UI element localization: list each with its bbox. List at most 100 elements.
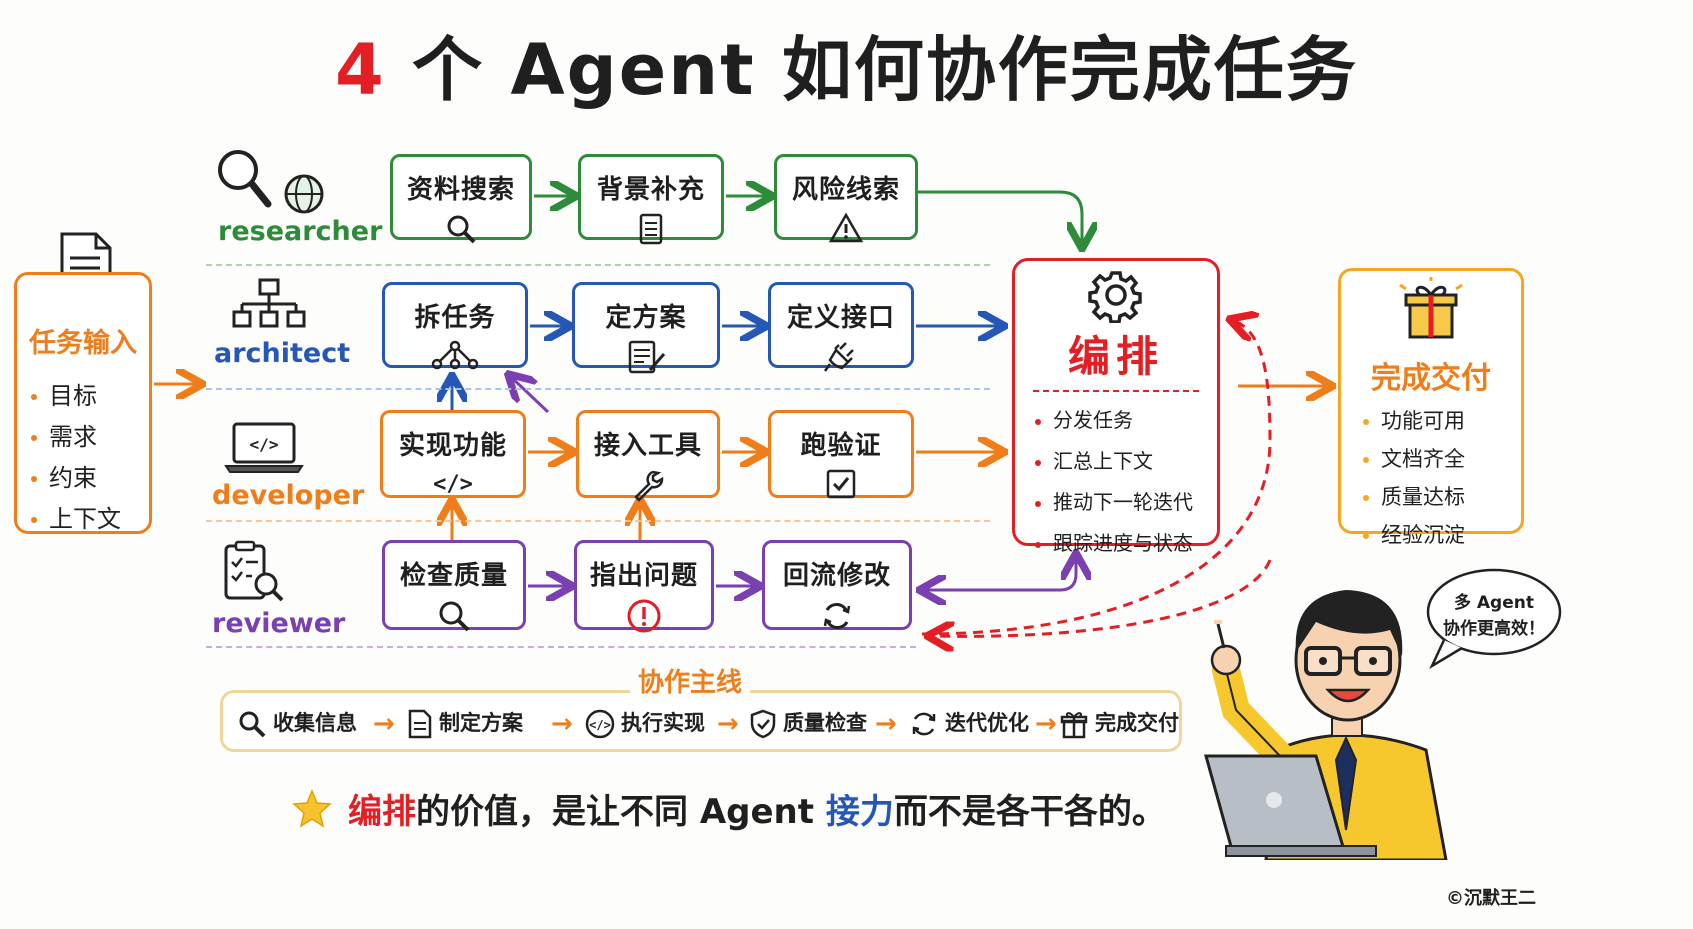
list-item: 汇总上下文 xyxy=(1035,445,1217,474)
plug-icon xyxy=(823,342,854,372)
step-label: 实现功能 xyxy=(398,431,507,461)
search-icon xyxy=(239,711,266,738)
step-label: 接入工具 xyxy=(593,431,702,461)
checklist-icon xyxy=(222,540,286,608)
step-label: 资料搜索 xyxy=(406,175,515,205)
separator-researcher xyxy=(206,264,990,266)
step-label: 背景补充 xyxy=(596,175,705,205)
step-label: 跑验证 xyxy=(800,431,882,461)
code-icon: </> xyxy=(433,472,473,497)
step-label: 定方案 xyxy=(605,303,687,333)
flow-arrow: → xyxy=(875,709,897,739)
step-box-feedback-revise: 回流修改 xyxy=(762,540,912,630)
task-input-panel: 任务输入 目标 需求 约束 上下文 xyxy=(14,272,152,534)
step-label: 检查质量 xyxy=(399,561,508,591)
mainline-step-deliver: 完成交付 xyxy=(1059,707,1179,739)
notebook-icon xyxy=(639,213,663,245)
gear-icon xyxy=(1088,271,1142,323)
step-label: 回流修改 xyxy=(782,561,891,591)
search-icon xyxy=(439,601,470,632)
summary-end: 而不是各干各的。 xyxy=(893,792,1166,832)
gift-icon xyxy=(1399,277,1463,339)
document-edit-icon xyxy=(628,340,666,374)
magnifier-icon xyxy=(212,146,274,216)
list-item: 推动下一轮迭代 xyxy=(1035,486,1217,515)
delivery-panel: 完成交付 功能可用 文档齐全 质量达标 经验沉淀 xyxy=(1338,268,1524,547)
flow-arrow: → xyxy=(717,709,739,739)
step-box-risk-clues: 风险线索 xyxy=(774,154,918,243)
orchestrator-title: 编排 xyxy=(1067,332,1164,381)
list-item: 上下文 xyxy=(31,499,149,534)
role-label-architect: architect xyxy=(214,338,351,369)
checkbox-icon xyxy=(826,469,856,499)
task-input-list: 目标 需求 约束 上下文 xyxy=(31,376,149,534)
gift-icon xyxy=(1060,712,1088,739)
list-item: 跟踪进度与状态 xyxy=(1035,527,1217,556)
summary-text: 编排的价值，是让不同 Agent 接力而不是各干各的。 xyxy=(348,784,1166,833)
mainline-title: 协作主线 xyxy=(630,662,751,699)
separator-architect xyxy=(206,388,990,390)
flow-arrow: → xyxy=(373,709,395,739)
step-box-resource-search: 资料搜索 xyxy=(390,154,532,244)
role-label-developer: developer xyxy=(212,480,365,511)
step-box-run-validation: 跑验证 xyxy=(768,410,914,499)
summary-emphasis-relay: 接力 xyxy=(825,792,894,832)
list-item: 文档齐全 xyxy=(1363,443,1521,473)
speech-line-2: 协作更高效！ xyxy=(1443,619,1545,639)
mainline-step-quality: 质量检查 xyxy=(749,707,867,739)
svg-text:</>: </> xyxy=(250,435,279,454)
flow-arrow: → xyxy=(1035,709,1057,739)
list-item: 经验沉淀 xyxy=(1363,519,1521,549)
list-item: 功能可用 xyxy=(1363,405,1521,435)
summary-emphasis-orchestration: 编排 xyxy=(348,792,416,832)
svg-text:</>: </> xyxy=(589,718,611,732)
delivery-list: 功能可用 文档齐全 质量达标 经验沉淀 xyxy=(1363,405,1521,549)
laptop-code-icon: </> xyxy=(222,420,306,480)
list-item: 分发任务 xyxy=(1035,404,1217,433)
speech-line-1: 多 Agent xyxy=(1453,593,1534,613)
warning-icon xyxy=(828,212,864,243)
globe-icon xyxy=(282,172,326,220)
flow-arrow: → xyxy=(551,709,573,739)
shield-check-icon xyxy=(750,709,776,739)
step-box-integrate-tools: 接入工具 xyxy=(576,410,720,502)
separator-reviewer xyxy=(206,646,916,648)
step-label: 风险线索 xyxy=(791,175,900,205)
wrench-icon xyxy=(634,470,664,502)
summary-middle: 的价值，是让不同 Agent xyxy=(416,792,826,832)
document-icon xyxy=(408,709,432,739)
step-box-check-quality: 检查质量 xyxy=(382,540,526,632)
step-box-split-tasks: 拆任务 xyxy=(382,282,528,370)
speech-bubble: 多 Agent 协作更高效！ xyxy=(1424,566,1564,670)
search-icon xyxy=(447,215,476,244)
step-label: 指出问题 xyxy=(589,561,698,591)
mainline-step-plan: 制定方案 xyxy=(407,707,523,739)
refresh-icon xyxy=(912,712,936,736)
alert-circle-icon xyxy=(627,599,661,633)
step-box-background: 背景补充 xyxy=(578,154,724,245)
title-text: 个 Agent 如何协作完成任务 xyxy=(412,29,1358,111)
step-box-point-out-issues: 指出问题 xyxy=(574,540,714,633)
page-title: 4 个 Agent 如何协作完成任务 xyxy=(0,14,1693,115)
refresh-icon xyxy=(823,603,851,629)
svg-text:</>: </> xyxy=(433,472,473,497)
step-box-define-plan: 定方案 xyxy=(572,282,720,374)
orchestrator-panel: 编排 分发任务 汇总上下文 推动下一轮迭代 跟踪进度与状态 xyxy=(1012,258,1220,555)
character-illustration xyxy=(1204,590,1448,860)
code-circle-icon: </> xyxy=(585,709,615,739)
delivery-title: 完成交付 xyxy=(1371,361,1491,396)
orchestrator-divider xyxy=(1033,390,1199,392)
role-label-reviewer: reviewer xyxy=(212,608,346,639)
step-box-implement-feature: 实现功能 </> xyxy=(380,410,526,498)
step-box-define-interface: 定义接口 xyxy=(768,282,914,372)
role-label-researcher: researcher xyxy=(218,216,383,247)
title-number: 4 xyxy=(335,29,386,111)
hierarchy-icon xyxy=(230,276,308,336)
branch-icon xyxy=(431,340,479,370)
mainline-step-collect: 收集信息 xyxy=(237,707,357,739)
list-item: 目标 xyxy=(31,376,149,411)
mainline-step-iterate: 迭代优化 xyxy=(909,707,1029,739)
credit-text: ©沉默王二 xyxy=(1446,888,1536,909)
list-item: 约束 xyxy=(31,458,149,493)
